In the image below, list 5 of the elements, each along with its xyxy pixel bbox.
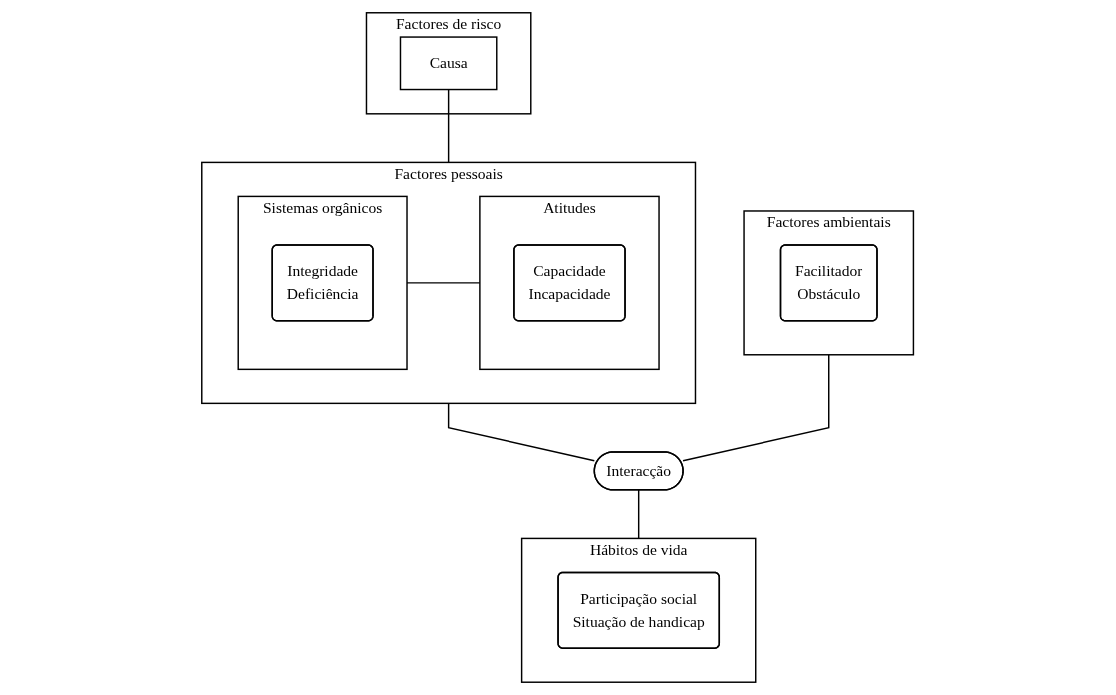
node-box: Causa — [400, 36, 498, 91]
connector — [638, 489, 640, 540]
connector — [682, 354, 830, 462]
connector — [448, 88, 450, 164]
connector — [448, 402, 596, 462]
